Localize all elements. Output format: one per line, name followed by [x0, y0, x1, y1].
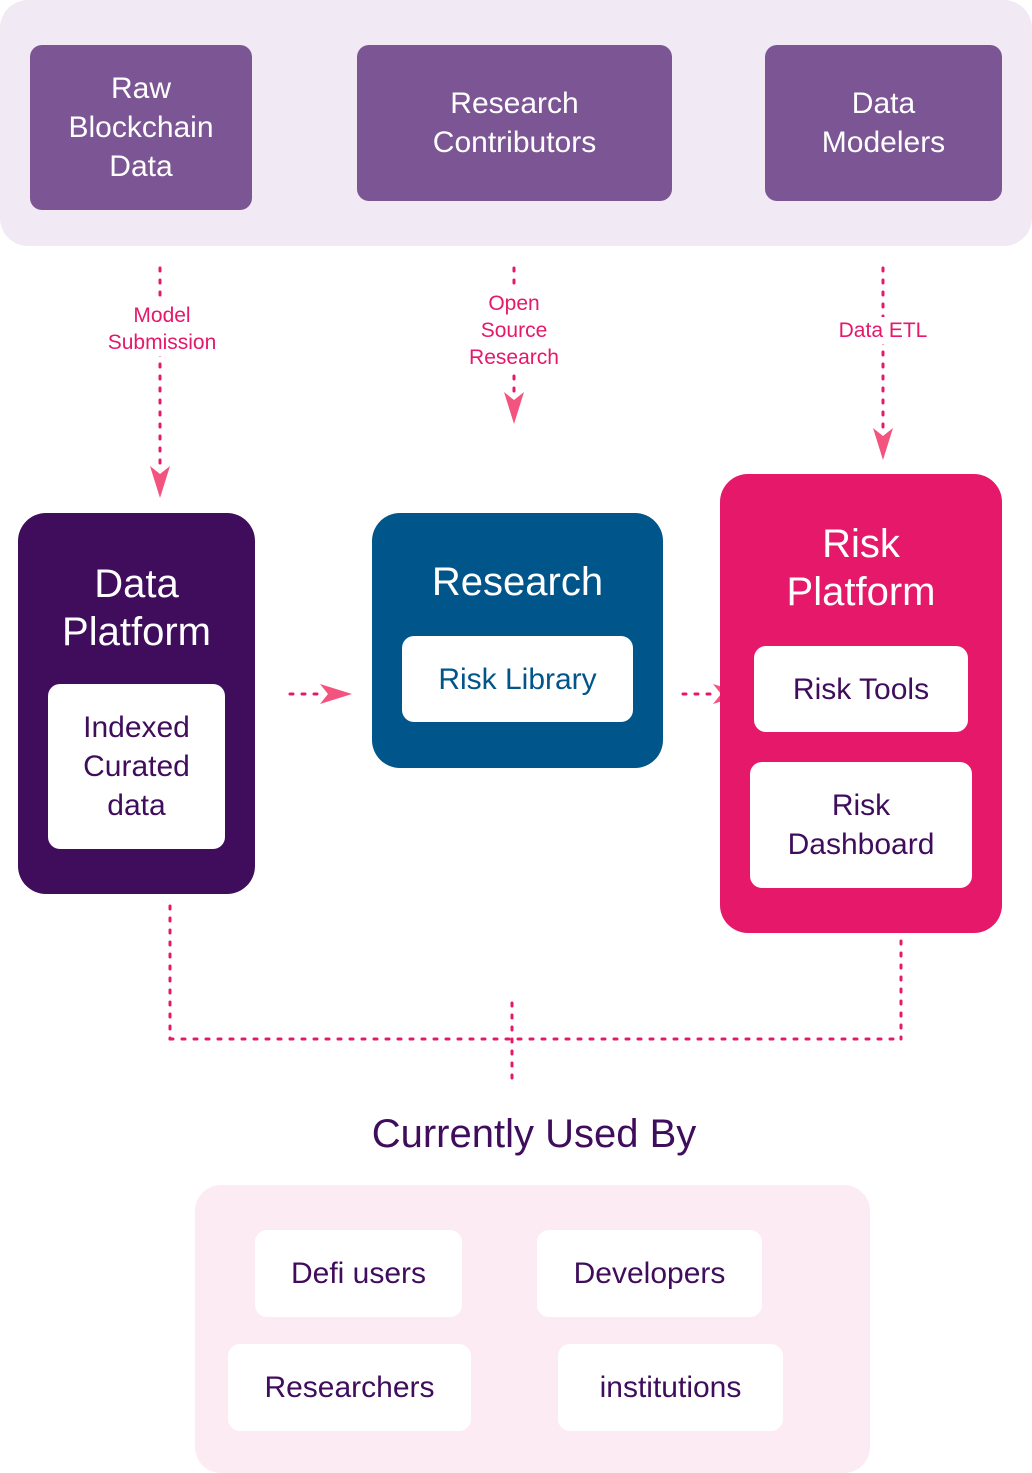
risk-platform-title: Risk Platform: [786, 522, 936, 614]
label-data-etl: Data ETL: [828, 317, 938, 344]
arrowhead-data-platform: [150, 466, 170, 498]
source-data-modelers[interactable]: Data Modelers: [765, 45, 1002, 201]
data-platform[interactable]: Data Platform Indexed Curated data: [18, 513, 255, 894]
source-research-contributors[interactable]: Research Contributors: [357, 45, 672, 201]
label-open-source-research: Open Source Research: [455, 290, 573, 371]
risk-dashboard-card[interactable]: Risk Dashboard: [750, 762, 972, 888]
data-platform-title: Data Platform: [62, 562, 211, 654]
risk-library-card[interactable]: Risk Library: [402, 636, 633, 722]
user-developers[interactable]: Developers: [537, 1230, 762, 1317]
research-platform[interactable]: Research Risk Library: [372, 513, 663, 768]
user-researchers[interactable]: Researchers: [228, 1344, 471, 1431]
risk-tools-card[interactable]: Risk Tools: [754, 646, 968, 732]
label-model-submission: Model Submission: [92, 302, 232, 356]
user-institutions[interactable]: institutions: [558, 1344, 783, 1431]
research-title: Research: [431, 560, 604, 604]
source-raw-blockchain-data[interactable]: Raw Blockchain Data: [30, 45, 252, 210]
arrowhead-research: [504, 392, 524, 424]
arrowhead-to-research: [320, 684, 352, 704]
indexed-curated-data-card[interactable]: Indexed Curated data: [48, 684, 225, 849]
risk-platform[interactable]: Risk Platform Risk Tools Risk Dashboard: [720, 474, 1002, 933]
arrowhead-risk-platform: [873, 428, 893, 460]
user-defi-users[interactable]: Defi users: [255, 1230, 462, 1317]
used-by-title: Currently Used By: [371, 1112, 697, 1156]
